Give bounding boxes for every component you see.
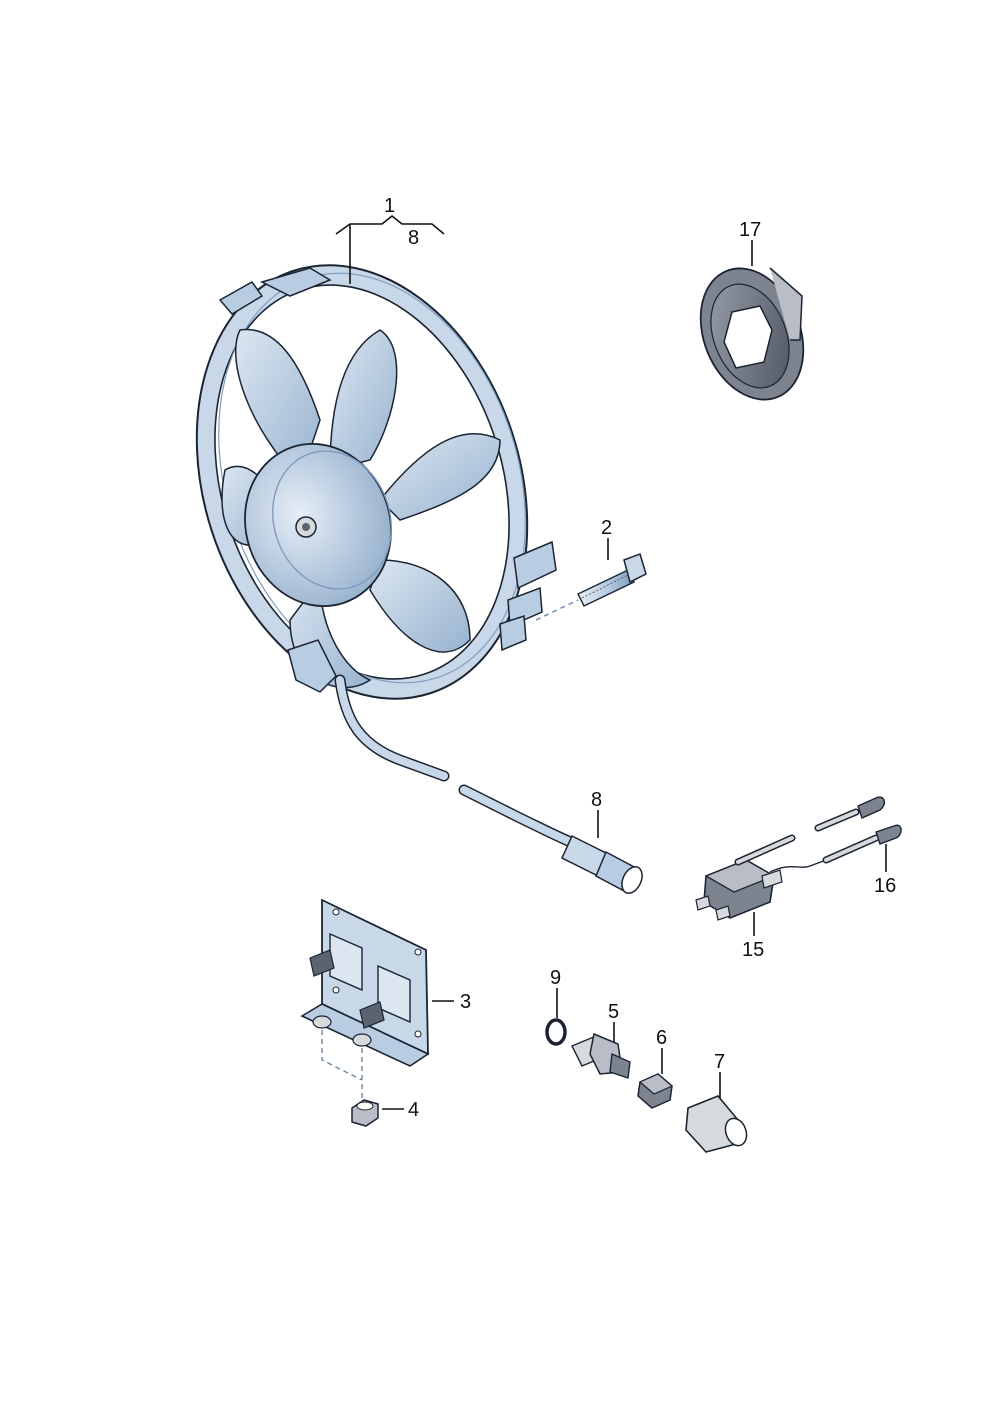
callout-6: 6	[656, 1027, 667, 1049]
callout-2: 2	[601, 517, 612, 539]
fan-cable-clip	[287, 639, 337, 693]
callout-17: 17	[739, 219, 761, 241]
leader-1-bracket	[335, 214, 445, 235]
leads-part-16	[734, 796, 902, 873]
connector-part-6	[637, 1073, 674, 1109]
callout-5: 5	[608, 1001, 619, 1023]
callout-8-bracket: 8	[408, 227, 419, 249]
cover-part-17	[699, 267, 805, 401]
fan-motor-rim	[272, 450, 392, 590]
callout-3: 3	[460, 991, 471, 1013]
callout-4: 4	[408, 1099, 419, 1121]
fan-right-tab	[507, 586, 543, 628]
valve-part-15	[695, 859, 783, 921]
callout-8: 8	[591, 789, 602, 811]
callout-numbers: 1 8 17 2 8 16 15 3 9 5 6 7 4	[384, 195, 896, 1121]
bracket-alignment-line	[321, 1030, 363, 1100]
fan-top-clip	[259, 267, 332, 297]
fan-right-tab	[499, 614, 527, 652]
housing-part-7	[685, 1095, 748, 1153]
fan-cable-connector	[561, 834, 643, 894]
callout-leaders	[335, 214, 887, 1110]
fan-blade	[234, 328, 321, 482]
fan-assembly	[195, 264, 643, 894]
callout-1: 1	[384, 195, 395, 217]
callout-16: 16	[874, 875, 896, 897]
bolt-part-2	[577, 553, 647, 607]
fan-hub-bolt	[302, 523, 310, 531]
fan-cable-fill	[336, 676, 448, 780]
fan-right-tab	[513, 540, 557, 590]
fan-blade	[369, 559, 471, 653]
fan-motor-hub	[244, 443, 392, 607]
seal-ring-part-9	[545, 1018, 567, 1046]
fan-blade	[329, 329, 398, 471]
nut-part-4	[351, 1099, 379, 1127]
thermo-switch-part-5	[571, 1032, 631, 1079]
callout-7: 7	[714, 1051, 725, 1073]
bracket-part-3	[300, 898, 430, 1067]
callout-15: 15	[742, 939, 764, 961]
fan-cable-fill	[460, 786, 584, 850]
callout-9: 9	[550, 967, 561, 989]
fan-top-clip	[218, 281, 264, 315]
bolt-alignment-line	[535, 599, 579, 621]
fan-blade	[378, 433, 501, 521]
